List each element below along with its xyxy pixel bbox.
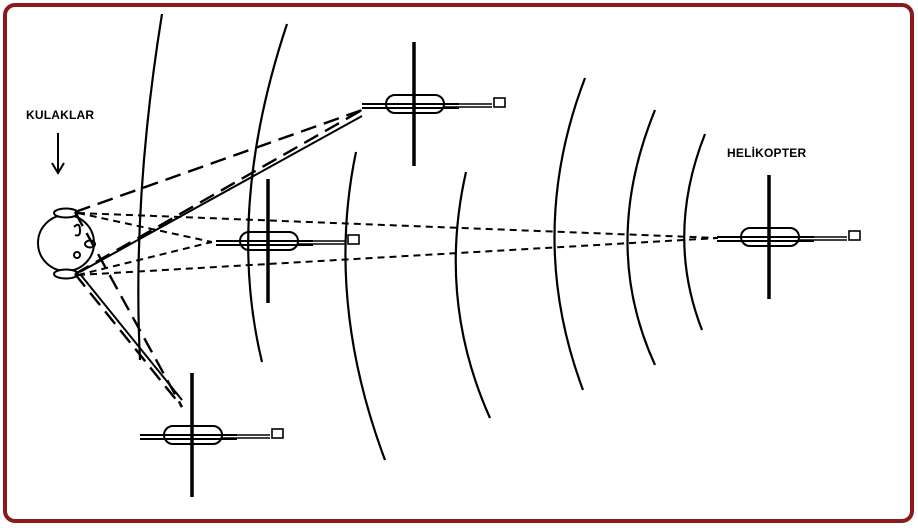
sound-wave — [137, 13, 164, 361]
sound-wave — [454, 171, 492, 419]
sound-wave — [683, 133, 707, 331]
sound-wave — [247, 23, 289, 363]
sound-paths-short-dash — [77, 212, 719, 276]
sound-wave — [344, 151, 387, 461]
helicopter-label: HELİKOPTER — [727, 146, 807, 160]
head-icon — [37, 207, 96, 280]
frame-border — [3, 3, 914, 523]
sound-waves — [137, 13, 707, 461]
sound-wave — [553, 77, 587, 391]
sound-paths-solid — [79, 115, 363, 401]
sound-wave — [626, 109, 657, 366]
ears-label: KULAKLAR — [26, 108, 95, 122]
down-arrow-icon — [51, 133, 65, 175]
sound-paths-long-dash — [73, 108, 363, 408]
